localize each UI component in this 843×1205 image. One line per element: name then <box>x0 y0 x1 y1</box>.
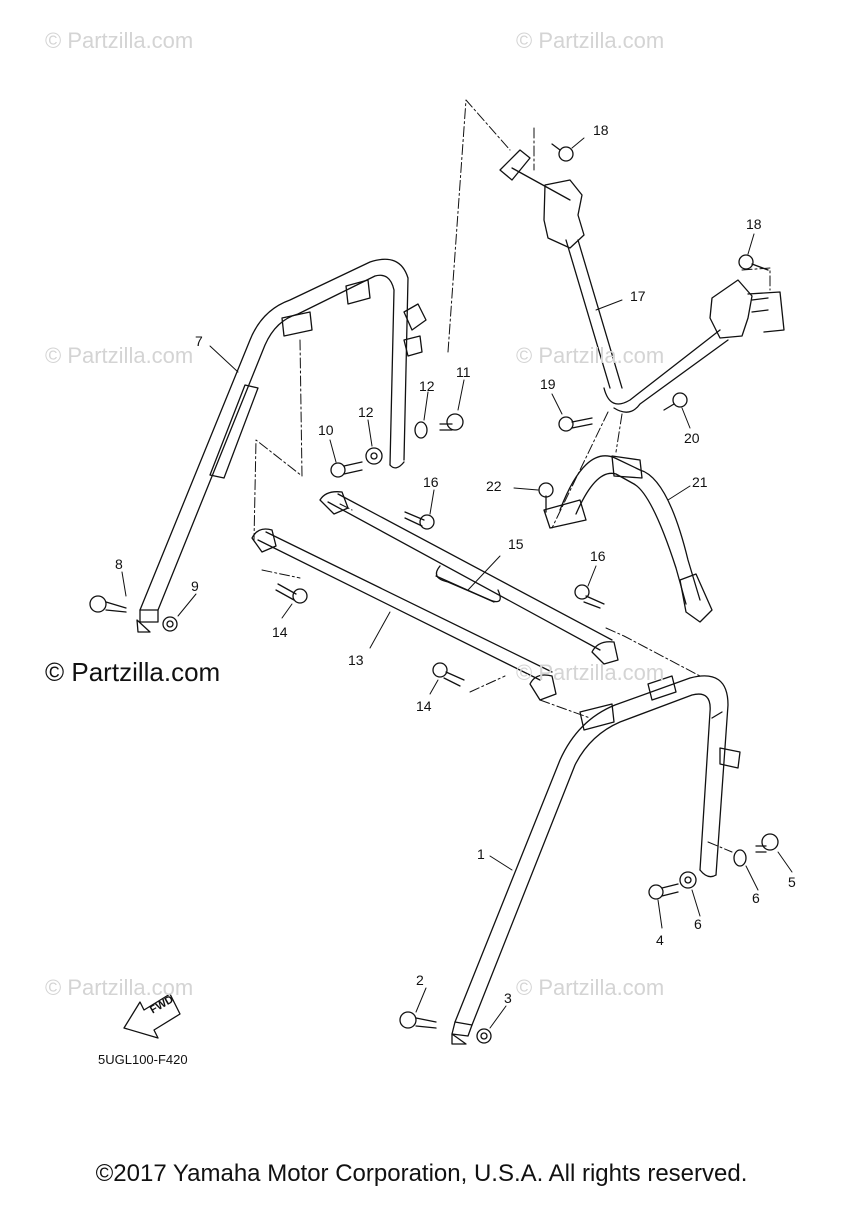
copyright-notice: ©2017 Yamaha Motor Corporation, U.S.A. A… <box>95 1160 748 1187</box>
callout-3: 3 <box>504 990 512 1006</box>
watermark: © Partzilla.com <box>45 28 194 53</box>
watermark: © Partzilla.com <box>516 343 665 368</box>
callout-8: 8 <box>115 556 123 572</box>
part-17-bracket <box>499 149 785 413</box>
callout-19: 19 <box>540 376 556 392</box>
fasteners <box>89 143 779 1044</box>
callout-20: 20 <box>684 430 700 446</box>
callout-10: 10 <box>318 422 334 438</box>
callout-4: 4 <box>656 932 664 948</box>
part-13-cross-bar <box>251 528 557 701</box>
callout-2: 2 <box>416 972 424 988</box>
callout-11: 11 <box>456 364 471 380</box>
watermark: © Partzilla.com <box>45 343 194 368</box>
part-1-front-roll-bar <box>451 675 741 1045</box>
watermark: © Partzilla.com <box>516 28 665 53</box>
assembly-lines <box>253 99 771 853</box>
watermark: © Partzilla.com <box>516 660 665 685</box>
callout-6: 6 <box>694 916 702 932</box>
callout-16: 16 <box>590 548 606 564</box>
watermark-main: © Partzilla.com <box>45 657 221 687</box>
callout-16: 16 <box>423 474 439 490</box>
watermark: © Partzilla.com <box>516 975 665 1000</box>
part-7-rear-roll-bar <box>136 258 427 633</box>
callout-17: 17 <box>630 288 646 304</box>
callout-12: 12 <box>358 404 374 420</box>
callout-5: 5 <box>788 874 796 890</box>
callout-12: 12 <box>419 378 435 394</box>
callout-6: 6 <box>752 890 760 906</box>
callout-18: 18 <box>593 122 609 138</box>
diagram-code: 5UGL100-F420 <box>98 1052 188 1067</box>
leader-lines <box>121 137 793 1029</box>
callout-13: 13 <box>348 652 364 668</box>
callout-14: 14 <box>272 624 288 640</box>
callout-14: 14 <box>416 698 432 714</box>
callout-1: 1 <box>477 846 485 862</box>
fwd-arrow-icon <box>123 993 181 1039</box>
callout-22: 22 <box>486 478 502 494</box>
watermark: © Partzilla.com <box>45 975 194 1000</box>
part-15-cross-bar <box>319 491 619 665</box>
callout-21: 21 <box>692 474 708 490</box>
callout-7: 7 <box>195 333 203 349</box>
part-21-support <box>543 455 713 623</box>
callout-15: 15 <box>508 536 524 552</box>
callout-18: 18 <box>746 216 762 232</box>
callout-9: 9 <box>191 578 199 594</box>
